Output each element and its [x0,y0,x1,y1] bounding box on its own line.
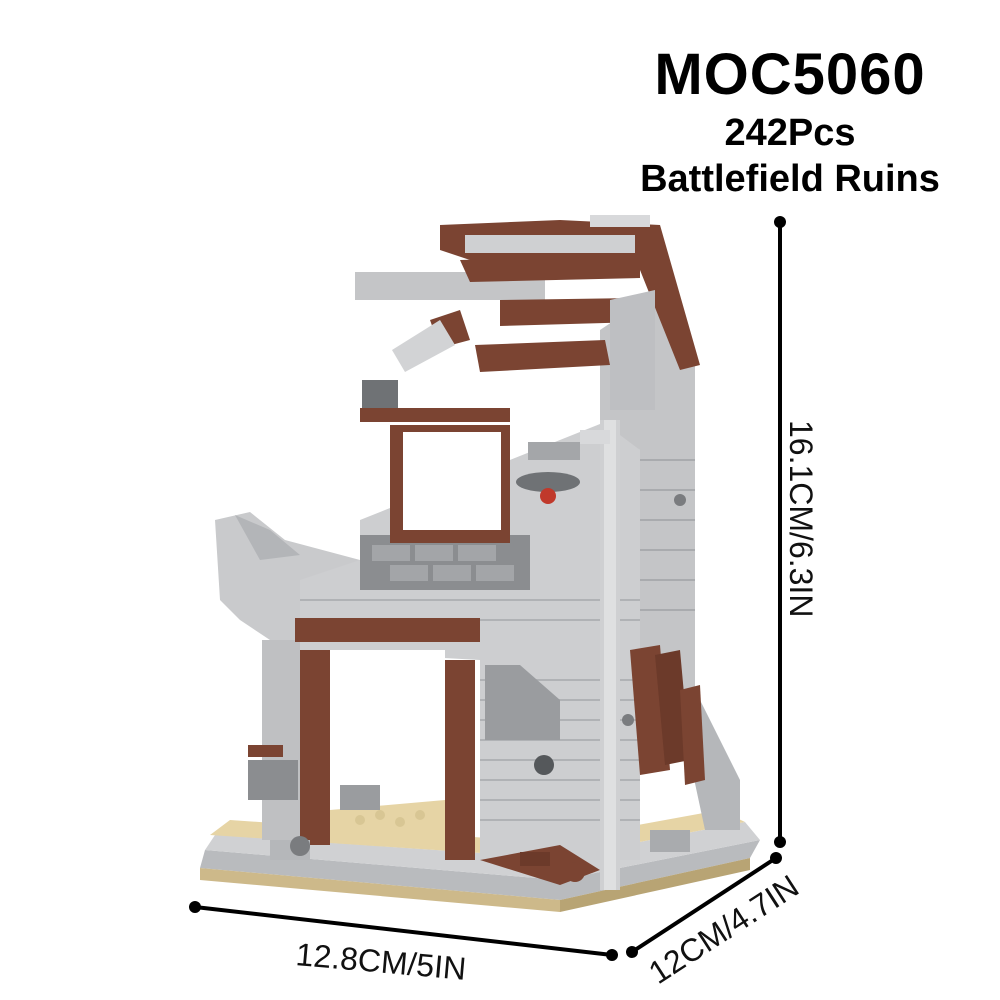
broken-planks [630,645,705,785]
piece-count: 242Pcs [724,112,856,154]
roof [355,215,700,410]
upper-window [360,380,510,543]
set-name: Battlefield Ruins [640,158,940,200]
height-label: 16.1CM/6.3IN [783,420,819,617]
rubble [270,785,690,885]
model-code: MOC5060 [654,42,926,107]
title-block: MOC5060 242Pcs Battlefield Ruins [610,40,970,202]
wall-lamp [516,430,610,504]
height-dimension: 16.1CM/6.3IN [774,216,819,848]
doorway-frame [295,618,480,860]
width-label: 12.8CM/5IN [294,936,467,987]
width-dimension: 12.8CM/5IN [189,901,618,987]
